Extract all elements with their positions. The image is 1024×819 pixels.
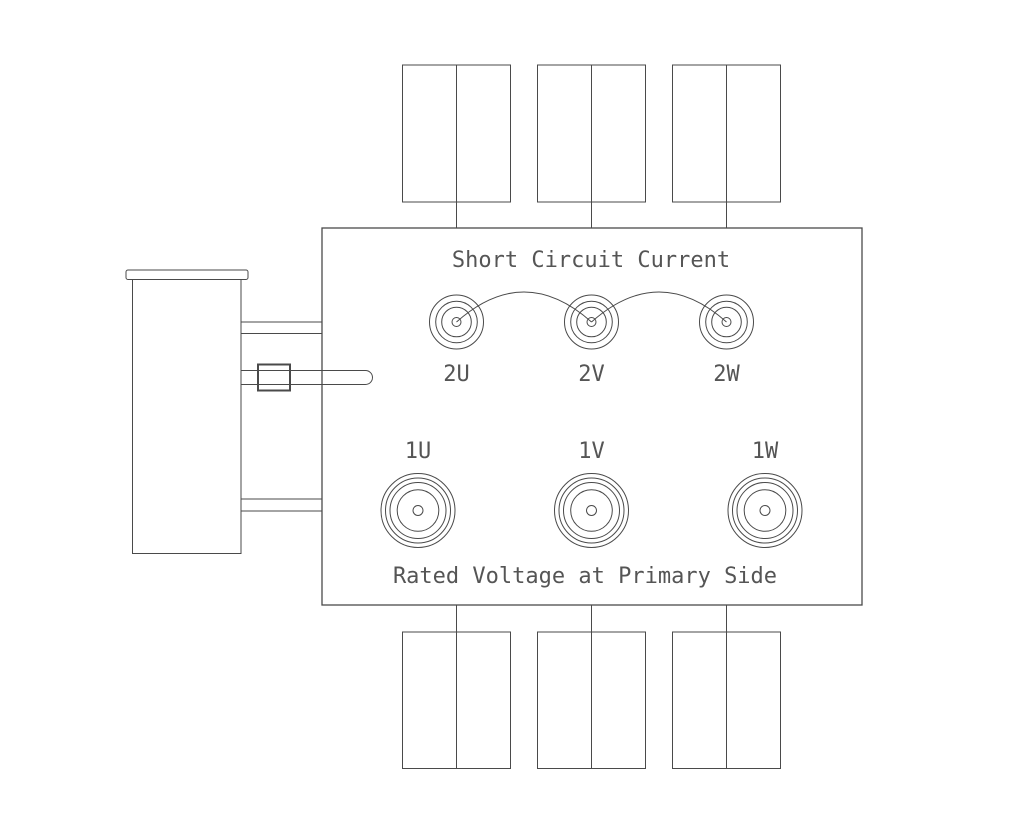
terminal-ring: [711, 306, 742, 338]
terminal-2u[interactable]: [429, 294, 484, 350]
terminal-ring: [380, 473, 456, 548]
terminal-ring: [564, 294, 619, 350]
plug-block[interactable]: [257, 363, 291, 392]
terminal-ring: [558, 477, 625, 544]
test-panel-outline: [321, 227, 863, 606]
terminal-ring: [743, 489, 787, 532]
terminal-center-pin: [586, 317, 597, 327]
terminal-label-1v: 1V: [578, 439, 605, 464]
terminal-ring: [576, 306, 607, 338]
terminal-center-pin: [586, 505, 597, 516]
terminal-ring: [435, 300, 478, 344]
winding-symbol-bottom-w: [672, 605, 781, 769]
shorting-jumper-2u-2v: [456, 291, 592, 323]
terminal-1v[interactable]: [554, 473, 629, 548]
terminal-ring: [429, 294, 484, 350]
terminal-1w[interactable]: [727, 473, 803, 548]
winding-symbol-top-w: [672, 64, 781, 228]
terminal-ring: [736, 482, 794, 539]
terminal-ring: [389, 482, 447, 539]
winding-symbol-bottom-u: [402, 605, 511, 769]
terminal-label-1u: 1U: [405, 439, 432, 464]
panel-title: Short Circuit Current: [452, 248, 730, 273]
supply-device: [125, 269, 374, 554]
supply-device-body: [132, 279, 242, 554]
terminal-center-pin: [412, 505, 424, 516]
terminal-center-pin: [721, 317, 732, 327]
terminal-ring: [705, 300, 748, 344]
terminal-2v[interactable]: [564, 294, 619, 350]
terminal-ring: [396, 489, 440, 532]
terminal-ring: [699, 294, 754, 350]
terminal-ring: [385, 477, 451, 544]
terminal-ring: [570, 489, 613, 532]
plug-rod: [241, 370, 374, 385]
terminal-ring: [563, 482, 620, 539]
terminal-label-1w: 1W: [752, 439, 779, 464]
line-art: [125, 64, 863, 769]
shorting-jumper-2v-2w: [591, 291, 727, 323]
panel-caption: Rated Voltage at Primary Side: [393, 564, 777, 589]
terminal-label-2u: 2U: [443, 362, 470, 387]
terminal-ring: [727, 473, 803, 548]
terminal-center-pin: [451, 317, 462, 327]
winding-symbol-top-v: [537, 64, 646, 228]
terminal-ring: [441, 306, 472, 338]
terminal-label-2w: 2W: [713, 362, 740, 387]
labels: Short Circuit Current 2U 2V 2W 1U 1V 1W …: [393, 248, 779, 589]
terminal-1u[interactable]: [380, 473, 456, 548]
terminal-ring: [732, 477, 798, 544]
terminal-label-2v: 2V: [578, 362, 605, 387]
terminal-2w[interactable]: [699, 294, 754, 350]
terminal-ring: [570, 300, 613, 344]
winding-symbol-top-u: [402, 64, 511, 228]
terminal-center-pin: [759, 505, 771, 516]
winding-symbol-bottom-v: [537, 605, 646, 769]
terminal-ring: [554, 473, 629, 548]
